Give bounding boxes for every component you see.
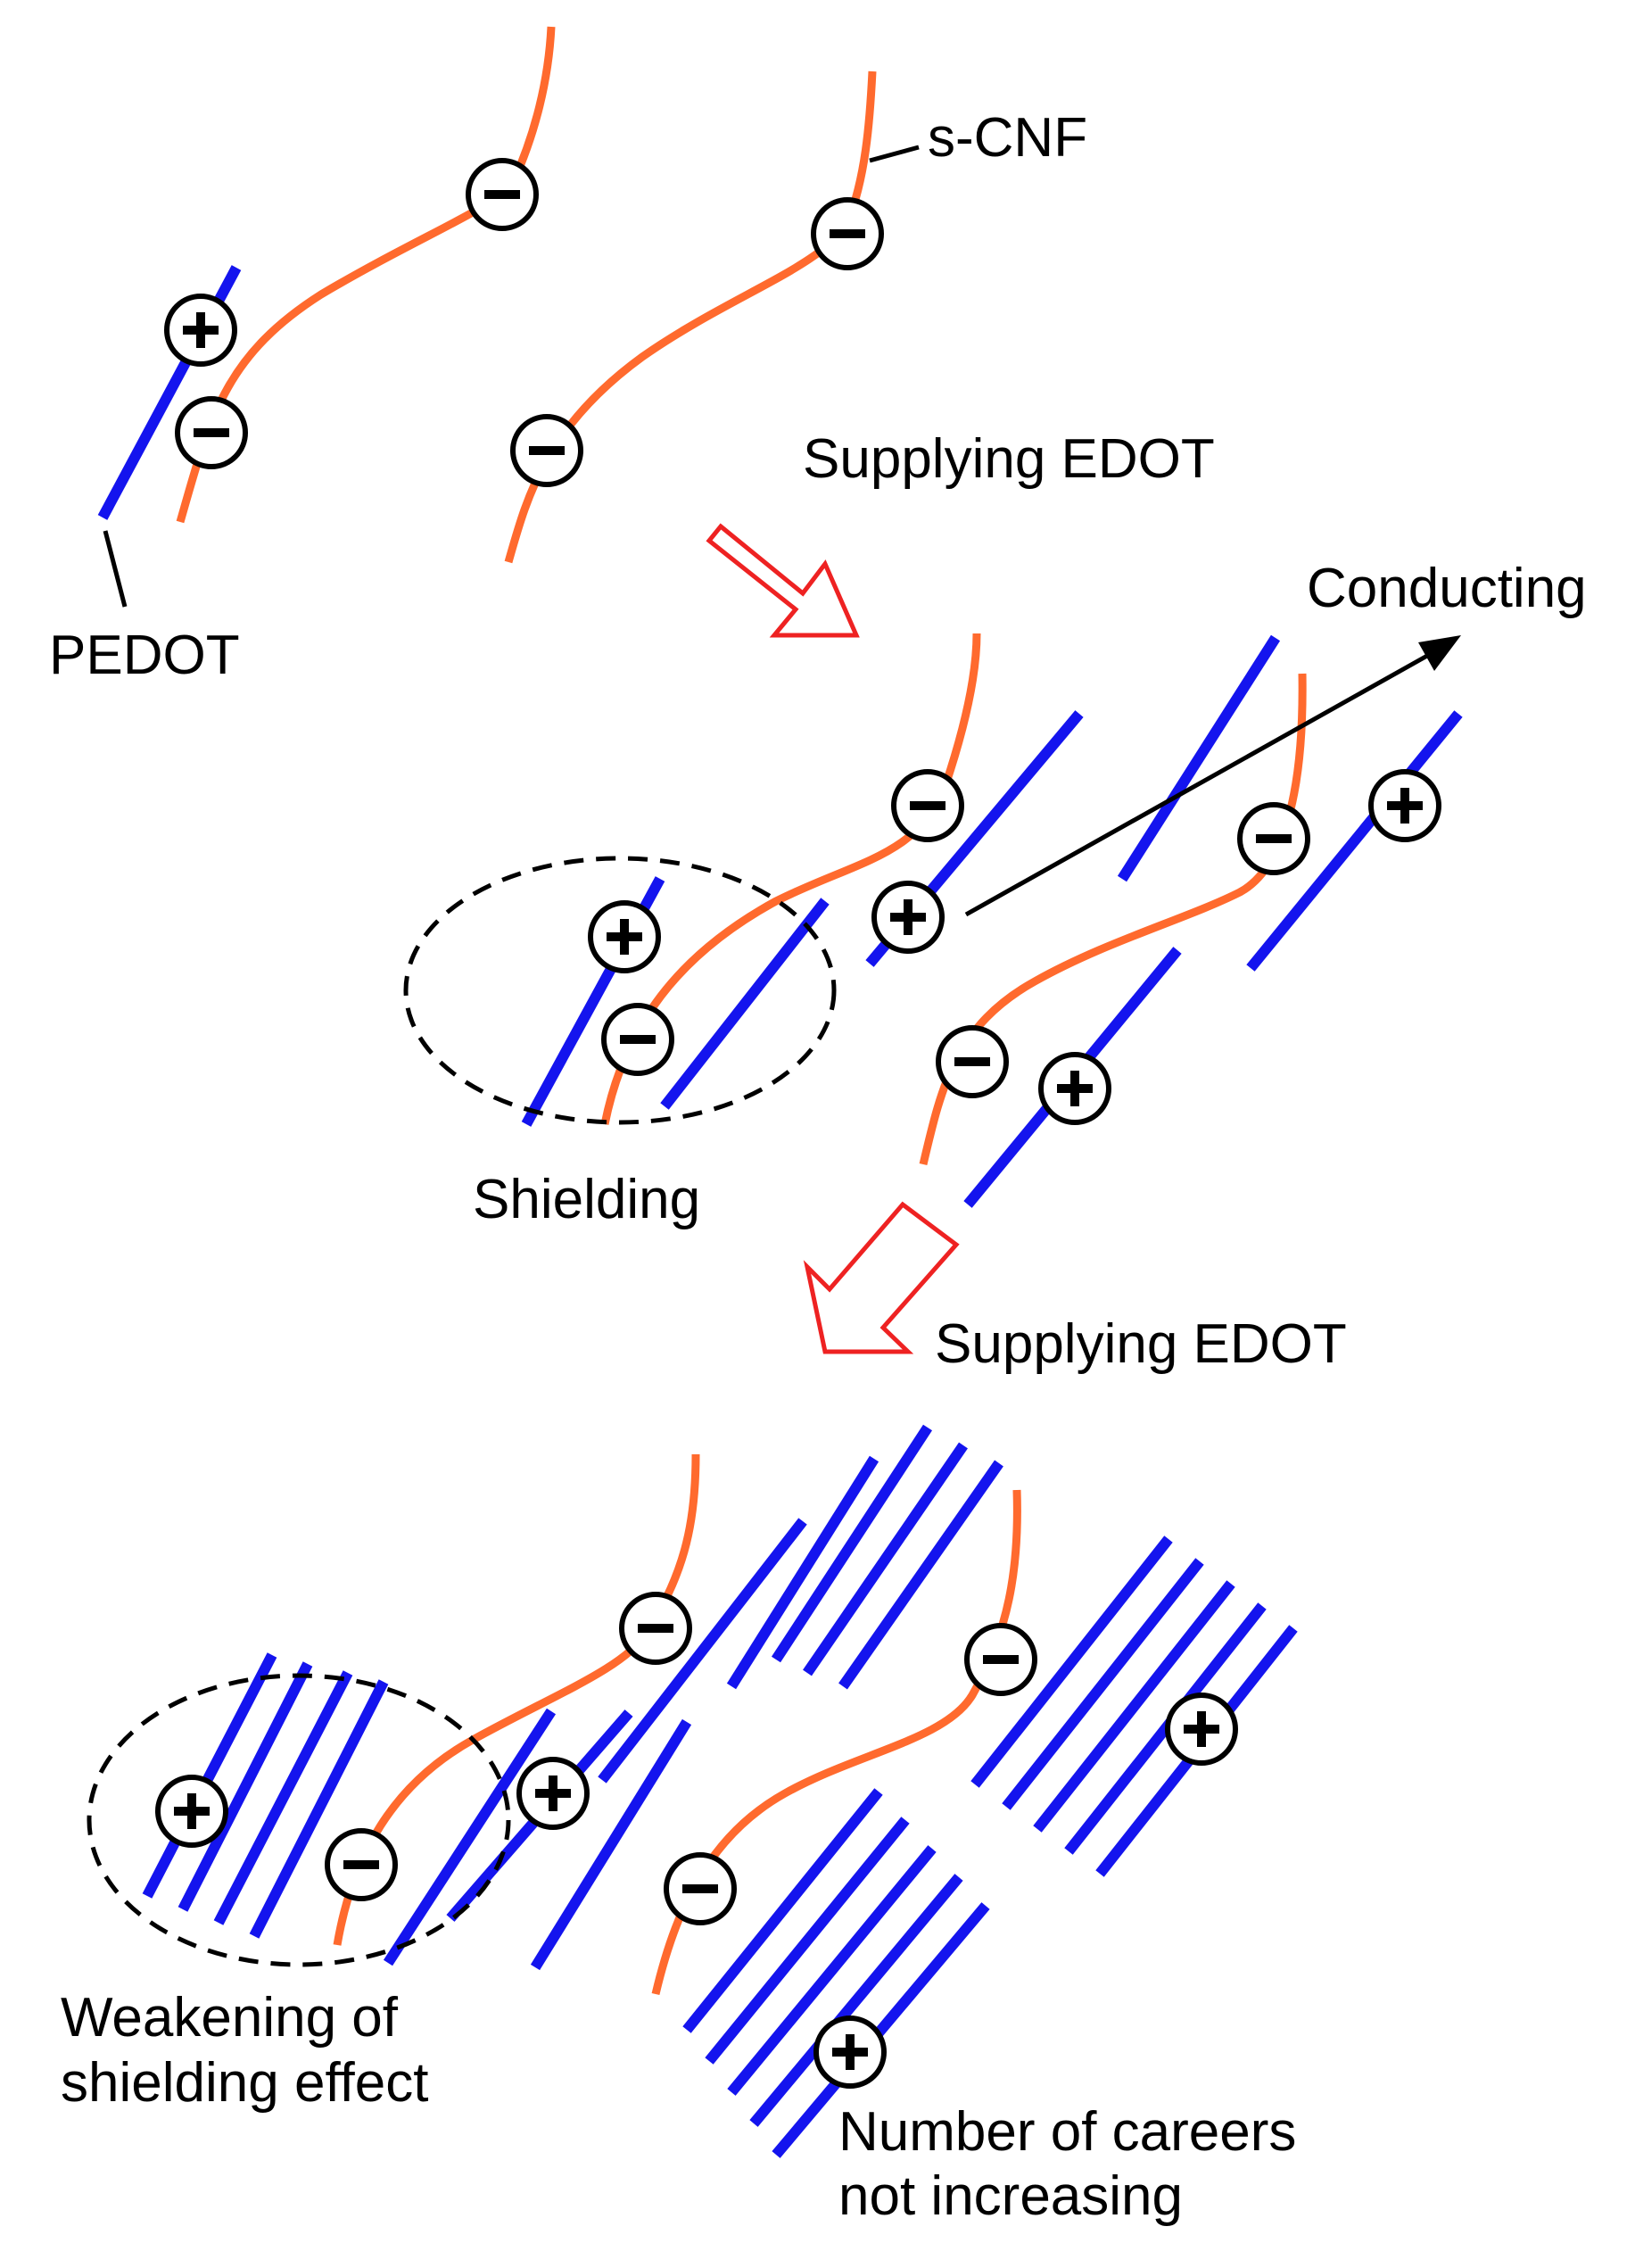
charge-bar bbox=[830, 229, 865, 238]
charge-bar bbox=[484, 190, 520, 199]
pedot-chain bbox=[213, 1670, 353, 1925]
supplying-edot-label-1: Supplying EDOT bbox=[803, 428, 1215, 490]
charge-bar bbox=[343, 1860, 379, 1869]
shielding-label: Shielding bbox=[473, 1169, 700, 1230]
conducting-label: Conducting bbox=[1307, 558, 1587, 619]
pedot-bundle bbox=[142, 1652, 389, 1939]
positive-charge bbox=[164, 294, 237, 367]
negative-charge bbox=[601, 1003, 674, 1076]
supplying-edot-label-2: Supplying EDOT bbox=[935, 1313, 1347, 1375]
hollow-arrow-icon bbox=[706, 523, 860, 638]
charge-bar-vertical bbox=[549, 1775, 557, 1811]
positive-charge bbox=[588, 900, 661, 973]
stage-3: Weakening of shielding effect Number of … bbox=[61, 1424, 1298, 2227]
charge-bar bbox=[529, 446, 565, 455]
charge-bar bbox=[638, 1624, 673, 1633]
charge-bar bbox=[682, 1884, 718, 1893]
supply-arrow-2: Supplying EDOT bbox=[803, 1201, 1347, 1375]
charge-bar bbox=[1256, 834, 1292, 843]
conducting-arrow bbox=[964, 653, 1429, 917]
pedot-chain bbox=[682, 1788, 883, 2033]
charge-bar-vertical bbox=[1070, 1071, 1079, 1106]
pedot-chain bbox=[1033, 1580, 1235, 1833]
pedot-leader-line bbox=[103, 530, 128, 608]
weakening-label-line-1: Weakening of bbox=[61, 1987, 399, 2049]
pedot-chain bbox=[771, 1424, 933, 1663]
negative-charge bbox=[175, 396, 248, 469]
pedot-chain bbox=[726, 1455, 879, 1690]
pedot-chain bbox=[727, 1845, 937, 2096]
pedot-chain bbox=[705, 1817, 910, 2065]
pedot-chain bbox=[598, 1518, 807, 1784]
shielding-region bbox=[403, 856, 837, 1125]
pedot-chain bbox=[530, 1718, 692, 1971]
negative-charge bbox=[619, 1592, 692, 1665]
charge-bar-vertical bbox=[1400, 788, 1409, 824]
pedot-chain bbox=[249, 1679, 389, 1939]
careers-label-line-1: Number of careers bbox=[838, 2101, 1296, 2163]
hollow-arrow-icon bbox=[803, 1201, 960, 1354]
pedot-chain bbox=[383, 1708, 557, 1966]
positive-charge bbox=[155, 1775, 228, 1848]
positive-charge bbox=[1038, 1052, 1111, 1125]
supply-arrow-1: Supplying EDOT bbox=[706, 428, 1215, 638]
pedot-chain bbox=[749, 1874, 963, 2127]
pedot-chain bbox=[1117, 634, 1281, 882]
negative-charge bbox=[936, 1025, 1009, 1098]
charge-bar bbox=[910, 801, 945, 810]
positive-charge bbox=[516, 1757, 590, 1830]
charge-bar-vertical bbox=[1197, 1711, 1206, 1747]
pedot-chain bbox=[660, 898, 830, 1110]
positive-charge bbox=[1368, 769, 1441, 842]
charge-bar bbox=[620, 1035, 656, 1044]
negative-charge bbox=[1237, 802, 1310, 875]
arrowhead-icon bbox=[1418, 635, 1461, 671]
charge-bar-vertical bbox=[846, 2034, 855, 2070]
scnf-leader-line bbox=[869, 145, 920, 163]
negative-charge bbox=[891, 769, 964, 842]
weakening-label-line-2: shielding effect bbox=[61, 2052, 428, 2114]
careers-label-line-2: not increasing bbox=[838, 2165, 1183, 2227]
pedot-bundle bbox=[771, 1424, 1003, 1690]
negative-charge bbox=[964, 1623, 1037, 1696]
charge-bar-vertical bbox=[187, 1793, 196, 1829]
charge-bar bbox=[954, 1057, 990, 1066]
charge-bar-vertical bbox=[196, 312, 205, 348]
pedot-label: PEDOT bbox=[49, 625, 240, 686]
negative-charge bbox=[466, 158, 539, 231]
negative-charge bbox=[510, 414, 583, 487]
pedot-chain bbox=[178, 1661, 313, 1912]
negative-charge bbox=[325, 1828, 398, 1901]
pedot-chain bbox=[970, 1535, 1173, 1788]
scnf-label: s-CNF bbox=[928, 107, 1087, 169]
positive-charge bbox=[871, 881, 945, 954]
stage-2: Conducting Shielding bbox=[403, 558, 1587, 1230]
pedot-chain bbox=[838, 1460, 1003, 1690]
charge-bar bbox=[194, 428, 229, 437]
pedot-bundle bbox=[970, 1535, 1298, 1877]
charge-bar-vertical bbox=[620, 919, 629, 955]
weakened-shielding-region bbox=[87, 1673, 511, 1967]
positive-charge bbox=[1165, 1693, 1238, 1766]
charge-bar-vertical bbox=[904, 899, 912, 935]
charge-bar bbox=[983, 1655, 1019, 1664]
pedot-bundle bbox=[682, 1788, 990, 2158]
positive-charge bbox=[813, 2016, 887, 2089]
pedot-chain bbox=[803, 1442, 968, 1676]
pedot-chain bbox=[1002, 1558, 1204, 1810]
pedot-chain bbox=[772, 1902, 990, 2158]
negative-charge bbox=[664, 1852, 737, 1925]
pedot-chain bbox=[142, 1652, 277, 1899]
negative-charge bbox=[811, 197, 884, 270]
stage-1: s-CNF PEDOT bbox=[49, 26, 1087, 686]
pedot-chain bbox=[1246, 710, 1463, 972]
